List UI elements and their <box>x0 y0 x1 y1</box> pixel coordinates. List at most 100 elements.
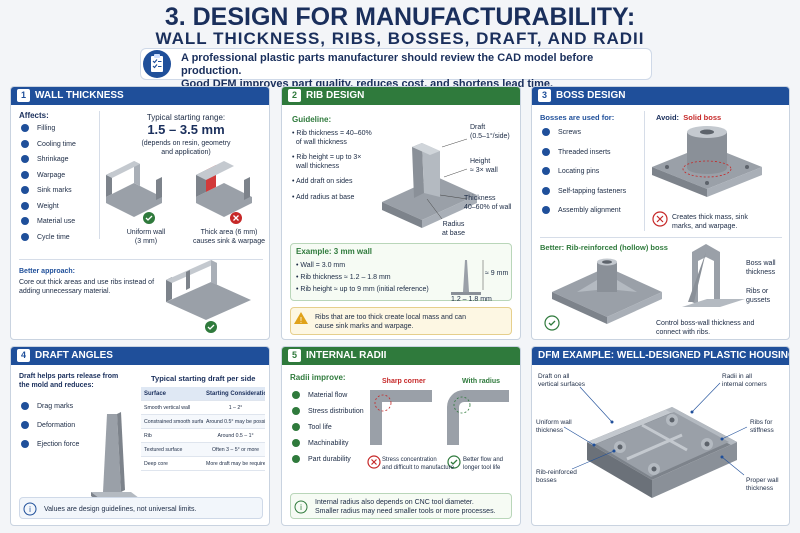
list-item: Weight <box>21 201 59 212</box>
table-cell: Surface <box>141 387 203 401</box>
range-label: Typical starting range: <box>146 113 226 122</box>
list-item: Drag marks <box>21 402 73 412</box>
rib-illustration <box>382 138 477 228</box>
list-item-label: Ejection force <box>37 441 80 448</box>
list-item: Ejection force <box>21 440 79 450</box>
uniform-caption: Uniform wall(3 mm) <box>126 229 166 245</box>
bullet-icon <box>21 232 29 241</box>
table-cell: More draft may be required <box>203 457 265 471</box>
draft-note-text: Values are design guidelines, not univer… <box>44 506 197 513</box>
list-item-label: Cycle time <box>37 233 70 241</box>
table-cell: Rib <box>141 429 203 443</box>
intro-text: A professional plastic parts manufacture… <box>181 52 594 90</box>
page-subtitle: WALL THICKNESS, RIBS, BOSSES, DRAFT, AND… <box>155 29 645 48</box>
rib-warning-text: Ribs that are too thick create local mas… <box>315 314 466 330</box>
list-item: Warpage <box>21 170 66 181</box>
list-item: Locating pins <box>542 167 599 177</box>
thick-caption: Thick area (6 mm)causes sink & warpage <box>193 229 265 245</box>
guideline-item: • Rib height = up to 3× wall thickness <box>292 154 362 170</box>
list-item: Part durability <box>292 455 351 465</box>
list-item-label: Warpage <box>37 171 66 179</box>
svg-text:i: i <box>29 505 31 514</box>
list-item-label: Weight <box>37 202 59 210</box>
radii-improve-label: Radii improve: <box>290 373 346 382</box>
bullet-icon <box>542 147 550 156</box>
rib-example-item: • Rib thickness ≈ 1.2 – 1.8 mm <box>296 274 391 281</box>
checklist-icon <box>143 50 171 78</box>
list-item-label: Machinability <box>308 440 349 447</box>
table-cell: Often 3 – 5° or more <box>203 443 265 457</box>
bullet-icon <box>21 186 29 195</box>
check-icon <box>447 455 461 469</box>
list-item-label: Assembly alignment <box>558 207 621 214</box>
guideline-label: Guideline: <box>292 115 332 124</box>
draft-part-illustration <box>91 412 139 502</box>
list-item: Material use <box>21 217 75 227</box>
bullet-icon <box>21 217 29 226</box>
rib-example-sketch <box>451 260 484 295</box>
better-approach-text: Core out thick areas and use ribs instea… <box>19 279 155 295</box>
table-cell: Around 0.5° may be possible <box>203 415 265 429</box>
bullet-icon <box>292 407 300 416</box>
table-cell: Smooth vertical wall <box>141 401 203 415</box>
draft-table-title: Typical starting draft per side <box>151 374 256 383</box>
list-item: Assembly alignment <box>542 206 621 216</box>
dfm-example-header: DFM EXAMPLE: WELL-DESIGNED PLASTIC HOUSI… <box>532 347 789 365</box>
better-boss-title: Better: Rib-reinforced (hollow) boss <box>540 243 668 252</box>
table-cell: Around 0.5 – 1° <box>203 429 265 443</box>
table-cell: Starting Consideration <box>203 387 265 401</box>
x-icon <box>367 455 381 469</box>
list-item: Shrinkage <box>21 155 69 165</box>
table-cell: Textured surface <box>141 443 203 457</box>
range-value: 1.5 – 3.5 mm <box>147 122 225 137</box>
bullet-icon <box>292 439 300 448</box>
bullet-icon <box>21 155 29 164</box>
svg-text:!: ! <box>300 316 302 325</box>
guideline-item: • Add draft on sides <box>292 178 353 185</box>
warning-icon: ! <box>294 312 308 325</box>
list-item: Stress distribution <box>292 407 364 417</box>
list-item-label: Part durability <box>308 456 351 463</box>
boss-illustration <box>652 126 762 227</box>
bullet-icon <box>292 391 300 400</box>
with-radius-label: With radius <box>462 378 501 385</box>
rib-example-item: • Wall = 3.0 mm <box>296 262 346 269</box>
rib-example-width: 1.2 – 1.8 mm <box>451 296 492 303</box>
check-icon <box>143 212 155 224</box>
list-item-label: Cooling time <box>37 140 76 148</box>
list-item: Screws <box>542 128 581 138</box>
bullet-icon <box>21 421 29 430</box>
check-icon <box>544 315 560 331</box>
list-item: Cycle time <box>21 232 70 243</box>
bullet-icon <box>542 128 550 137</box>
guideline-item: • Add radius at base <box>292 194 355 201</box>
height-label: Height≈ 3× wall <box>470 158 498 174</box>
list-item: Deformation <box>21 421 75 431</box>
list-item-label: Tool life <box>308 424 332 431</box>
list-item-label: Threaded inserts <box>558 148 611 156</box>
list-item-label: Material flow <box>308 392 348 399</box>
rib-example-box: Example: 3 mm wall • Wall = 3.0 mm • Rib… <box>290 243 512 303</box>
bullet-icon <box>542 206 550 215</box>
